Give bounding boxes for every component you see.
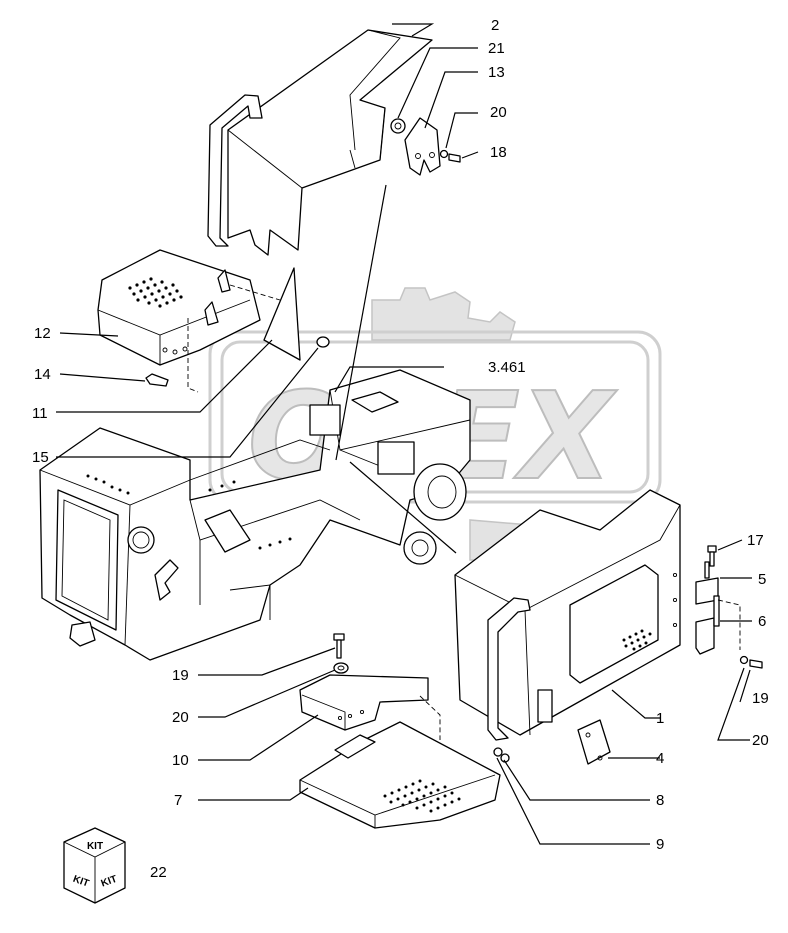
callout-17: 17 — [747, 532, 764, 549]
part-12-perforated-cover — [97, 249, 281, 393]
part-3461-main-frame — [39, 369, 471, 661]
callout-11: 11 — [32, 405, 48, 422]
callout-6: 6 — [758, 613, 766, 630]
bracket-guide-dash — [419, 695, 441, 740]
part-1-side-cover — [454, 489, 681, 741]
callout-2: 2 — [491, 17, 499, 34]
callout-21: 21 — [488, 40, 505, 57]
callout-4: 4 — [656, 750, 664, 767]
part-13-bracket — [404, 117, 441, 176]
hinge-guide-dash — [717, 599, 741, 650]
callout-14: 14 — [34, 366, 51, 383]
callout-1: 1 — [656, 710, 664, 727]
kit-label-left: KIT — [71, 874, 90, 890]
callout-20-left: 20 — [172, 709, 189, 726]
kit-badge-icon: KIT KIT KIT — [63, 827, 126, 904]
callout-9: 9 — [656, 836, 664, 853]
ventilation-holes — [128, 277, 183, 308]
kit-label-right: KIT — [100, 874, 119, 890]
kit-label-top: KIT — [87, 841, 103, 852]
callout-18: 18 — [490, 144, 507, 161]
callout-20-right: 20 — [752, 732, 769, 749]
part-19-bolt-left — [333, 633, 349, 674]
part-7-floor-plate — [299, 721, 501, 829]
callout-20-top: 20 — [490, 104, 507, 121]
part-4-latch — [577, 719, 611, 765]
leader-line-diagonal — [349, 461, 457, 554]
callout-15: 15 — [32, 449, 49, 466]
leader-line-long — [335, 184, 387, 461]
callout-13: 13 — [488, 64, 505, 81]
callout-labels: 2 21 13 20 18 12 14 11 15 3.461 17 5 6 1… — [32, 17, 769, 881]
part-19-bolt-right — [739, 655, 763, 669]
callout-7: 7 — [174, 792, 182, 809]
part-17-bolt — [707, 545, 717, 567]
side-cover-vent — [622, 629, 652, 651]
callout-22: 22 — [150, 864, 167, 881]
part-11-plate — [263, 267, 301, 361]
callout-19-left: 19 — [172, 667, 189, 684]
part-2-upper-cover — [207, 29, 433, 256]
floor-plate-holes — [383, 779, 461, 813]
callout-19-right: 19 — [752, 690, 769, 707]
part-10-bracket — [299, 674, 429, 731]
part-8-9-washer — [493, 747, 510, 763]
part-21-bushing — [390, 118, 406, 134]
part-18-bolt — [439, 149, 461, 163]
frame-holes — [86, 474, 292, 550]
part-6-hinge — [695, 595, 720, 655]
callout-3461: 3.461 — [488, 359, 526, 376]
callout-10: 10 — [172, 752, 189, 769]
leader-lines — [56, 23, 752, 845]
part-15-bushing — [316, 336, 330, 348]
callout-12: 12 — [34, 325, 51, 342]
callout-8: 8 — [656, 792, 664, 809]
callout-5: 5 — [758, 571, 766, 588]
part-14-bolt — [145, 373, 169, 387]
